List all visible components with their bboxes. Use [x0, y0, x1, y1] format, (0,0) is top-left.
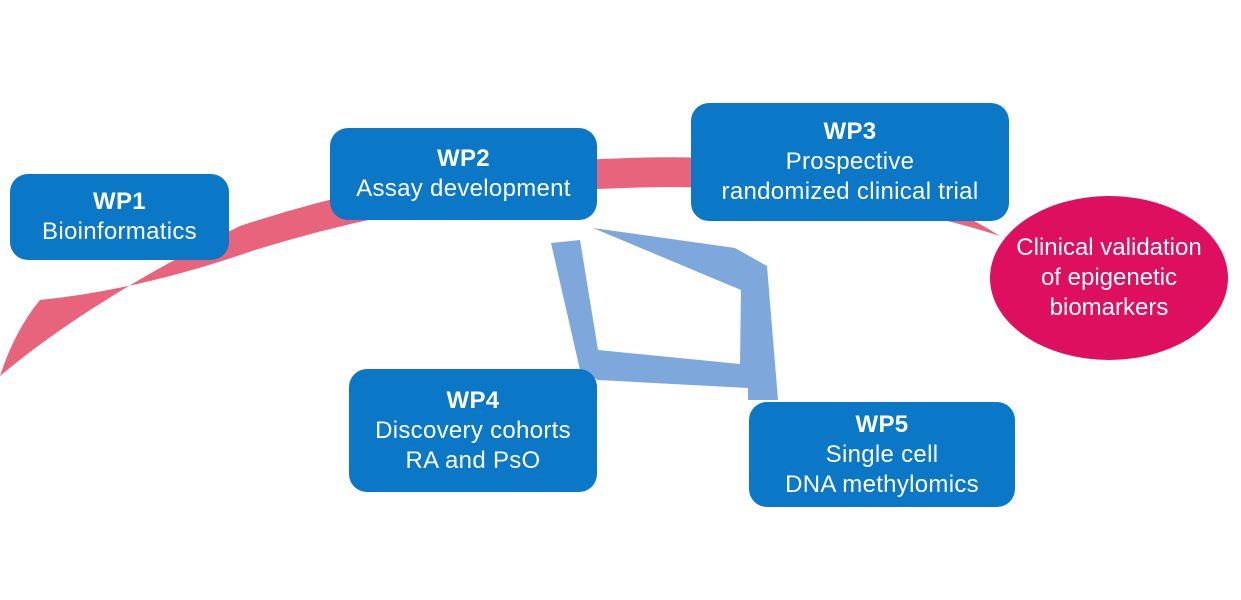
wp2-line-1: Assay development	[356, 175, 571, 202]
goal-line-3: biomarkers	[1049, 294, 1169, 321]
wp3-line-2: randomized clinical trial	[721, 178, 979, 205]
progress-arc	[0, 157, 1000, 376]
wp4-box: WP4 Discovery cohorts RA and PsO	[349, 369, 597, 492]
goal-line-1: Clinical validation	[1016, 234, 1202, 261]
wp1-box: WP1 Bioinformatics	[10, 174, 229, 260]
wp2-title: WP2	[437, 145, 490, 172]
wp4-title: WP4	[446, 386, 500, 414]
wp3-title: WP3	[823, 118, 877, 145]
wp3-line-1: Prospective	[785, 148, 915, 175]
wp4-line-1: Discovery cohorts	[375, 416, 571, 444]
wp5-box: WP5 Single cell DNA methylomics	[749, 402, 1015, 507]
wp4-line-2: RA and PsO	[405, 446, 541, 474]
goal-line-2: of epigenetic	[1040, 264, 1178, 291]
connector-band	[551, 228, 778, 400]
wp1-line-1: Bioinformatics	[42, 218, 197, 245]
wp1-title: WP1	[93, 188, 146, 215]
goal-ellipse: Clinical validation of epigenetic biomar…	[990, 196, 1228, 360]
wp5-title: WP5	[855, 410, 909, 438]
wp5-line-2: DNA methylomics	[785, 470, 979, 498]
wp5-line-1: Single cell	[825, 440, 939, 468]
wp3-box: WP3 Prospective randomized clinical tria…	[691, 103, 1009, 221]
wp2-box: WP2 Assay development	[330, 128, 597, 220]
